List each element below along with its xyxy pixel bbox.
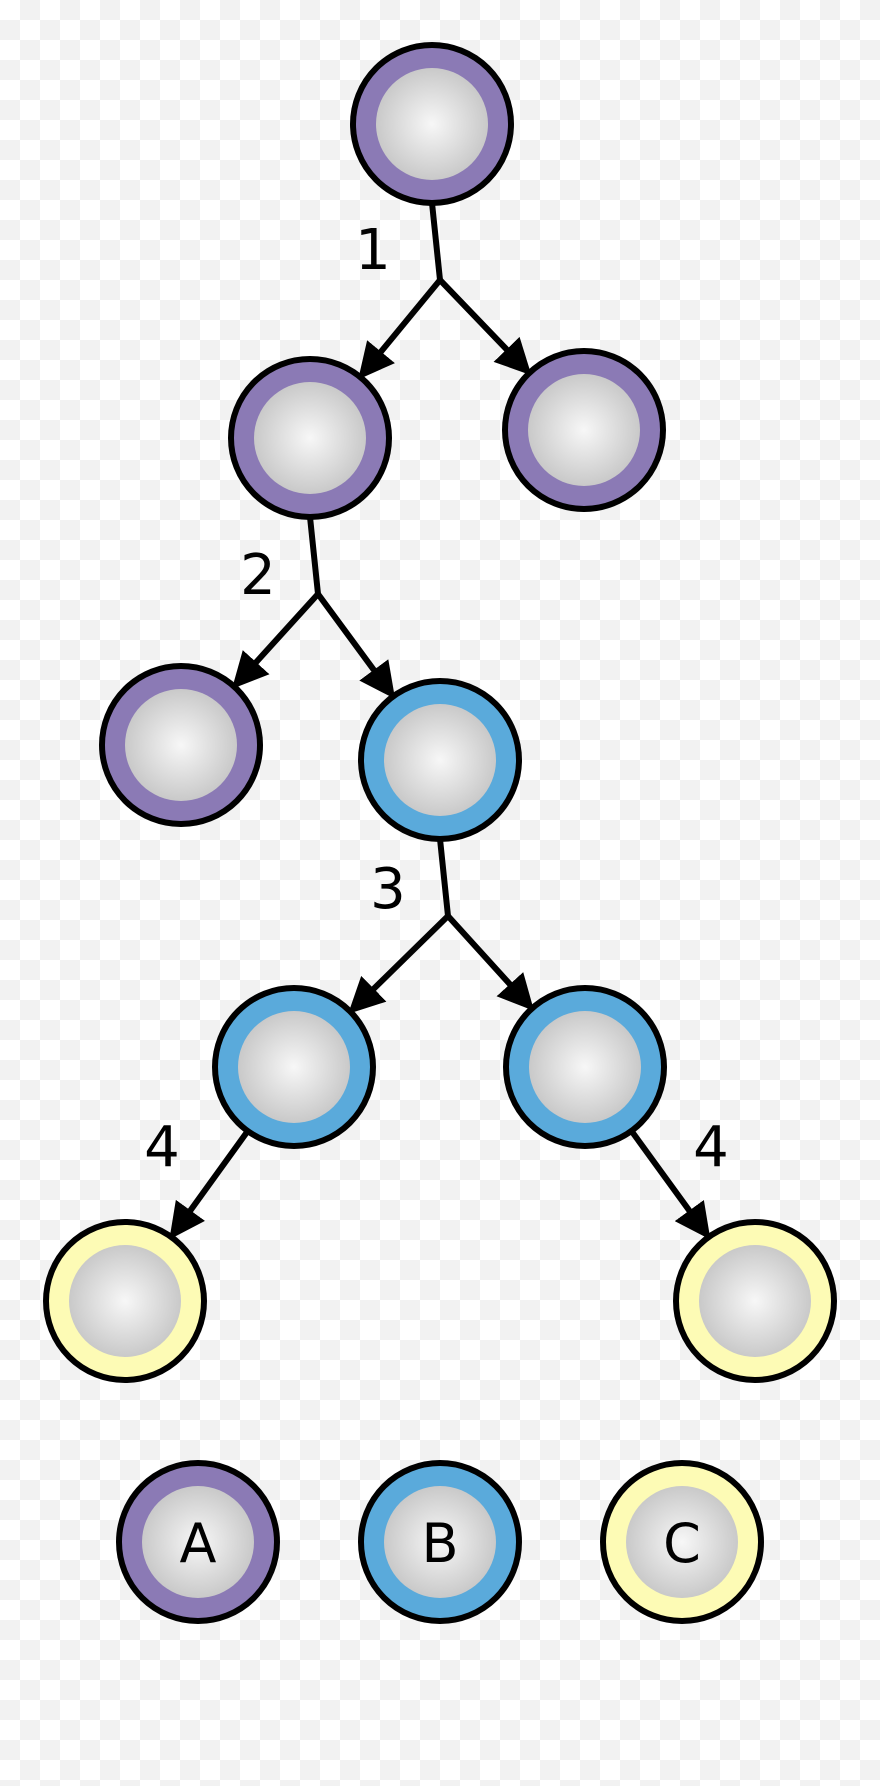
cell-core: [69, 1245, 181, 1357]
cell-n1-type-a: [228, 356, 392, 520]
division-stem: [429, 202, 443, 281]
division-arrow: [315, 592, 396, 699]
division-stem: [437, 838, 451, 917]
step-label-1: 1: [355, 218, 391, 283]
legend-label-c: C: [663, 1512, 701, 1575]
cell-n7-type-c: [43, 1219, 207, 1383]
cell-core: [699, 1245, 811, 1357]
division-arrow: [348, 913, 451, 1014]
cell-core: [376, 68, 488, 180]
cell-n3-type-a: [99, 663, 263, 827]
differentiation-arrow: [629, 1129, 711, 1240]
division-arrows: [169, 202, 711, 1240]
cell-n8-type-c: [673, 1219, 837, 1383]
cell-core: [125, 689, 237, 801]
step-label-2: 2: [240, 543, 276, 608]
division-stem: [307, 516, 321, 595]
cell-core: [238, 1011, 350, 1123]
cell-core: [254, 382, 366, 494]
legend-label-b: B: [421, 1512, 458, 1575]
legend-label-a: A: [180, 1512, 217, 1575]
cell-n2-type-a: [502, 348, 666, 512]
cells: [43, 42, 837, 1383]
step-label-3: 3: [370, 857, 406, 922]
step-label-4-left: 4: [144, 1115, 180, 1180]
legend-item-a: A: [116, 1460, 280, 1624]
legend-item-c: C: [600, 1460, 764, 1624]
division-arrow: [445, 913, 535, 1011]
legend-item-b: B: [358, 1460, 522, 1624]
cell-n5-type-b: [212, 985, 376, 1149]
division-arrow: [437, 277, 532, 376]
cell-n0-type-a: [350, 42, 514, 206]
legend: A B C: [116, 1460, 764, 1624]
division-arrow: [358, 278, 443, 380]
differentiation-arrow: [169, 1129, 251, 1240]
cell-core: [529, 1011, 641, 1123]
step-label-4-right: 4: [693, 1115, 729, 1180]
division-arrow: [231, 591, 321, 689]
cell-core: [384, 704, 496, 816]
cell-core: [528, 374, 640, 486]
cell-n6-type-b: [503, 985, 667, 1149]
cell-n4-type-b: [358, 678, 522, 842]
